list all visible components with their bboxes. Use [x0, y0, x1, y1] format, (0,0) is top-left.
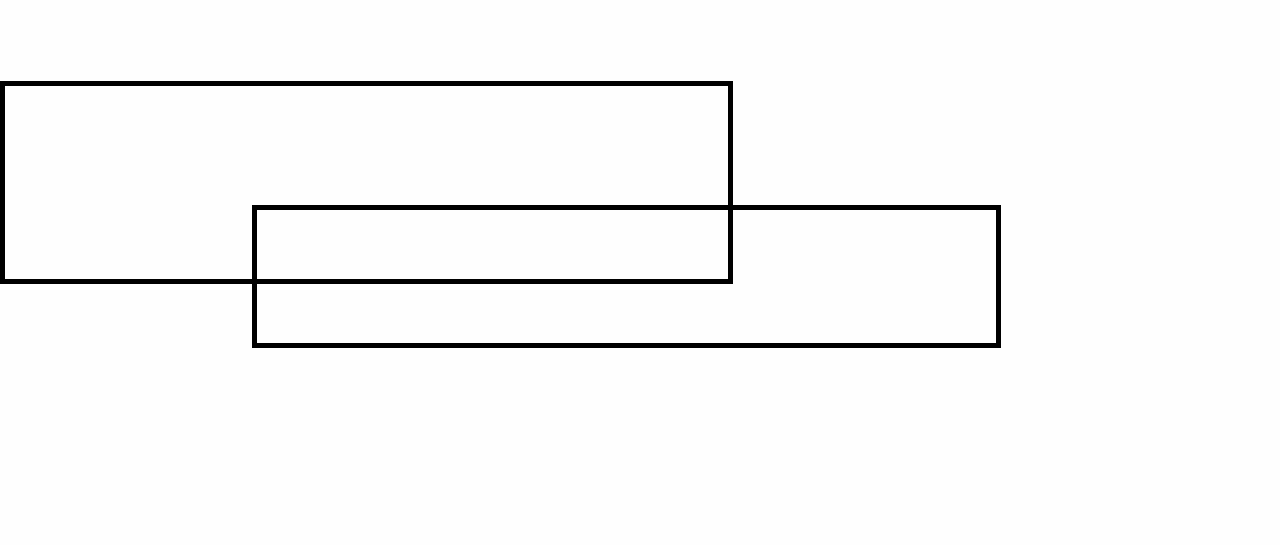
rectangle-upper-left	[0, 81, 733, 284]
rectangle-lower-right	[252, 205, 1001, 348]
